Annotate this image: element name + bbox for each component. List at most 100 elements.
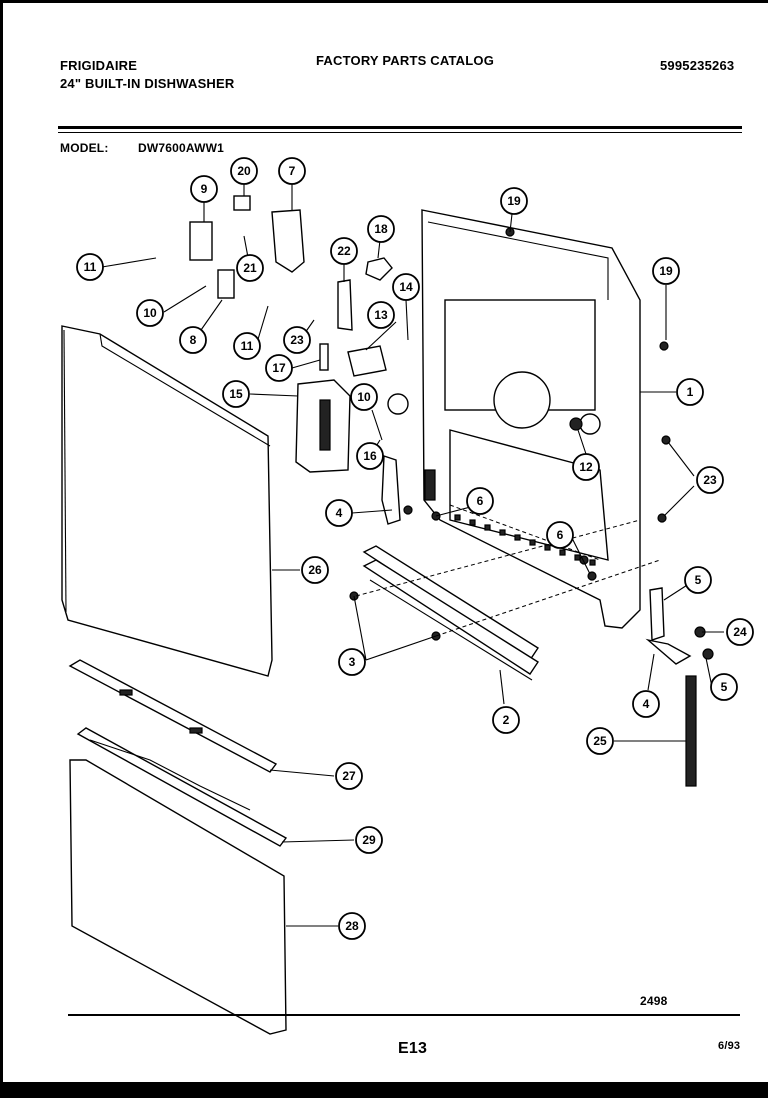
svg-text:19: 19 (659, 264, 673, 278)
callout-14: 14 (392, 273, 420, 301)
callout-20: 20 (230, 157, 258, 185)
drawing-number: 2498 (640, 994, 668, 1008)
svg-text:14: 14 (399, 280, 413, 294)
svg-text:11: 11 (241, 339, 254, 353)
svg-text:18: 18 (374, 222, 388, 236)
callout-8: 8 (179, 326, 207, 354)
svg-text:21: 21 (243, 261, 257, 275)
svg-text:3: 3 (349, 655, 356, 669)
callout-10a: 10 (136, 299, 164, 327)
callout-22: 22 (330, 237, 358, 265)
hinge-arm-left (381, 455, 401, 525)
callout-16: 16 (356, 442, 384, 470)
page-code: E13 (398, 1040, 428, 1057)
kickplate-panel (69, 759, 287, 1035)
svg-text:8: 8 (190, 333, 197, 347)
rod-17 (319, 343, 329, 371)
callout-6a: 6 (466, 487, 494, 515)
outer-door-panel (61, 325, 273, 677)
svg-text:7: 7 (289, 164, 296, 178)
callout-29: 29 (355, 826, 383, 854)
svg-text:23: 23 (290, 333, 304, 347)
frame-left-border (0, 0, 3, 1098)
svg-text:23: 23 (703, 473, 717, 487)
kickplate-bracket (76, 727, 288, 847)
svg-text:20: 20 (237, 164, 251, 178)
hinge-arm-right (645, 587, 692, 665)
brand-name: FRIGIDAIRE (60, 58, 138, 73)
header-rule-thick (58, 126, 742, 129)
callout-5b: 5 (710, 673, 738, 701)
callout-4b: 4 (632, 690, 660, 718)
header-rule-thin (58, 132, 742, 133)
catalog-part-number: 5995235263 (660, 58, 735, 73)
callout-28: 28 (338, 912, 366, 940)
revision-date: 6/93 (718, 1040, 741, 1052)
svg-text:13: 13 (374, 308, 388, 322)
svg-text:6: 6 (477, 494, 484, 508)
inner-door-panel (421, 209, 641, 629)
svg-text:9: 9 (201, 182, 208, 196)
svg-text:26: 26 (308, 563, 322, 577)
callout-23a: 23 (283, 326, 311, 354)
svg-text:4: 4 (643, 697, 650, 711)
callout-1: 1 (676, 378, 704, 406)
callout-7: 7 (278, 157, 306, 185)
svg-text:25: 25 (593, 734, 607, 748)
svg-text:17: 17 (272, 361, 286, 375)
callout-17: 17 (265, 354, 293, 382)
svg-text:24: 24 (733, 625, 747, 639)
door-trim-strip (68, 659, 278, 773)
callout-24: 24 (726, 618, 754, 646)
svg-text:28: 28 (345, 919, 359, 933)
svg-text:19: 19 (507, 194, 521, 208)
callout-26: 26 (301, 556, 329, 584)
latch-assembly-7 (271, 209, 305, 273)
lower-door-channel (362, 545, 539, 681)
frame-top-border (0, 0, 768, 3)
callout-6b: 6 (546, 521, 574, 549)
switch-18 (365, 257, 393, 281)
detergent-dispenser (295, 379, 351, 473)
frame-bottom-border (0, 1082, 768, 1098)
door-spring (685, 675, 697, 787)
callout-11a: 11 (76, 253, 104, 281)
spring-16 (371, 409, 383, 441)
callout-leaders (101, 184, 724, 927)
callout-4a: 4 (325, 499, 353, 527)
callout-25: 25 (586, 727, 614, 755)
svg-text:27: 27 (342, 769, 356, 783)
callout-11b: 11 (233, 332, 261, 360)
svg-text:4: 4 (336, 506, 343, 520)
svg-text:12: 12 (579, 460, 593, 474)
svg-text:22: 22 (337, 244, 351, 258)
callout-23b: 23 (696, 466, 724, 494)
callout-3: 3 (338, 648, 366, 676)
callout-10b: 10 (350, 383, 378, 411)
svg-text:10: 10 (143, 306, 157, 320)
bracket-22 (337, 279, 353, 331)
svg-text:5: 5 (721, 680, 728, 694)
svg-text:2: 2 (503, 713, 510, 727)
callout-5a: 5 (684, 566, 712, 594)
detergent-slots (454, 514, 596, 566)
svg-text:10: 10 (357, 390, 371, 404)
knob-10 (387, 393, 409, 415)
hinge-bolts (349, 227, 714, 660)
svg-text:11: 11 (84, 260, 97, 274)
callout-9: 9 (190, 175, 218, 203)
callout-21: 21 (236, 254, 264, 282)
svg-text:5: 5 (695, 573, 702, 587)
cap-20 (233, 195, 251, 211)
callout-19b: 19 (652, 257, 680, 285)
callout-13: 13 (367, 301, 395, 329)
svg-text:29: 29 (362, 833, 376, 847)
catalog-title: FACTORY PARTS CATALOG (316, 53, 495, 68)
model-number: DW7600AWW1 (138, 141, 225, 155)
callout-18: 18 (367, 215, 395, 243)
product-description: 24" BUILT-IN DISHWASHER (60, 76, 235, 91)
svg-text:1: 1 (687, 385, 694, 399)
svg-text:16: 16 (363, 449, 377, 463)
svg-text:15: 15 (229, 387, 243, 401)
